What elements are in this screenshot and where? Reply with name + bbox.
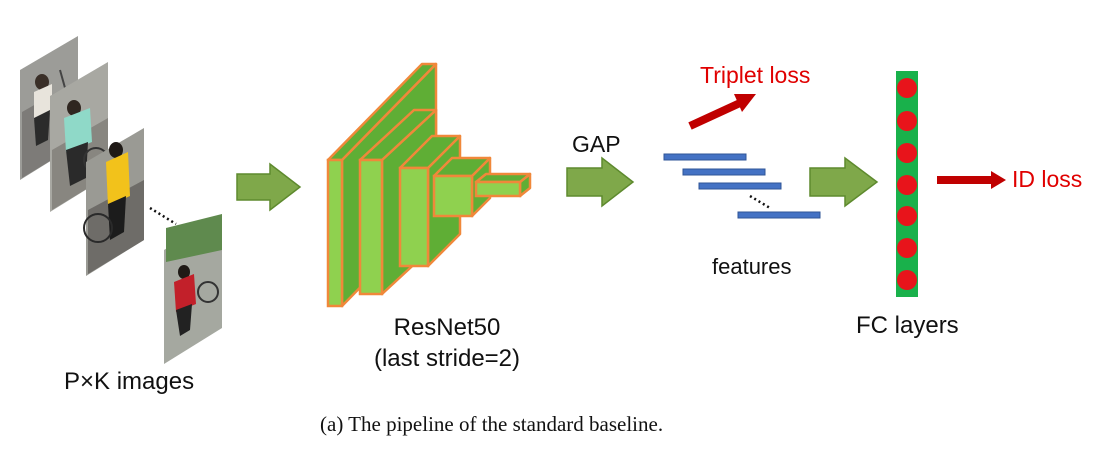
- triplet-loss-label: Triplet loss: [700, 62, 811, 88]
- id-loss-arrow: [937, 171, 1006, 189]
- fc-neuron: [897, 143, 917, 163]
- image-stack: [20, 36, 222, 364]
- fc-layers: [896, 71, 918, 297]
- person-image-card: [83, 128, 144, 276]
- fc-neuron: [897, 270, 917, 290]
- stack-ellipsis: [149, 206, 177, 226]
- gap-label: GAP: [572, 131, 621, 157]
- fc-neuron: [897, 206, 917, 226]
- feature-bar: [698, 182, 782, 190]
- images-label: P×K images: [64, 368, 195, 395]
- fc-neuron: [897, 111, 917, 131]
- feature-bar: [737, 211, 821, 219]
- resnet-label: ResNet50 (last stride=2): [352, 312, 542, 374]
- flow-arrow-1: [236, 162, 302, 212]
- person-image-card: [164, 214, 222, 364]
- fc-neuron: [897, 78, 917, 98]
- feature-ellipsis: [749, 194, 771, 210]
- figure-caption: (a) The pipeline of the standard baselin…: [320, 412, 664, 436]
- fc-neuron: [897, 238, 917, 258]
- cnn-block-4: [432, 156, 492, 218]
- resnet50-backbone: [326, 62, 532, 308]
- cnn-block-5: [474, 172, 532, 198]
- person-image-card: [50, 62, 109, 212]
- flow-arrow-2: [566, 156, 635, 208]
- feature-bar: [663, 153, 747, 161]
- features-label: features: [712, 254, 792, 279]
- flow-arrow-3: [809, 156, 879, 208]
- feature-bar: [682, 168, 766, 176]
- id-loss-label: ID loss: [1012, 166, 1083, 192]
- fc-neuron: [897, 175, 917, 195]
- resnet-label-line2: (last stride=2): [373, 345, 521, 372]
- fc-layers-label: FC layers: [856, 312, 959, 339]
- feature-vectors: [663, 153, 821, 219]
- triplet-loss-arrow: [688, 94, 756, 130]
- resnet-label-line1: ResNet50: [393, 314, 501, 341]
